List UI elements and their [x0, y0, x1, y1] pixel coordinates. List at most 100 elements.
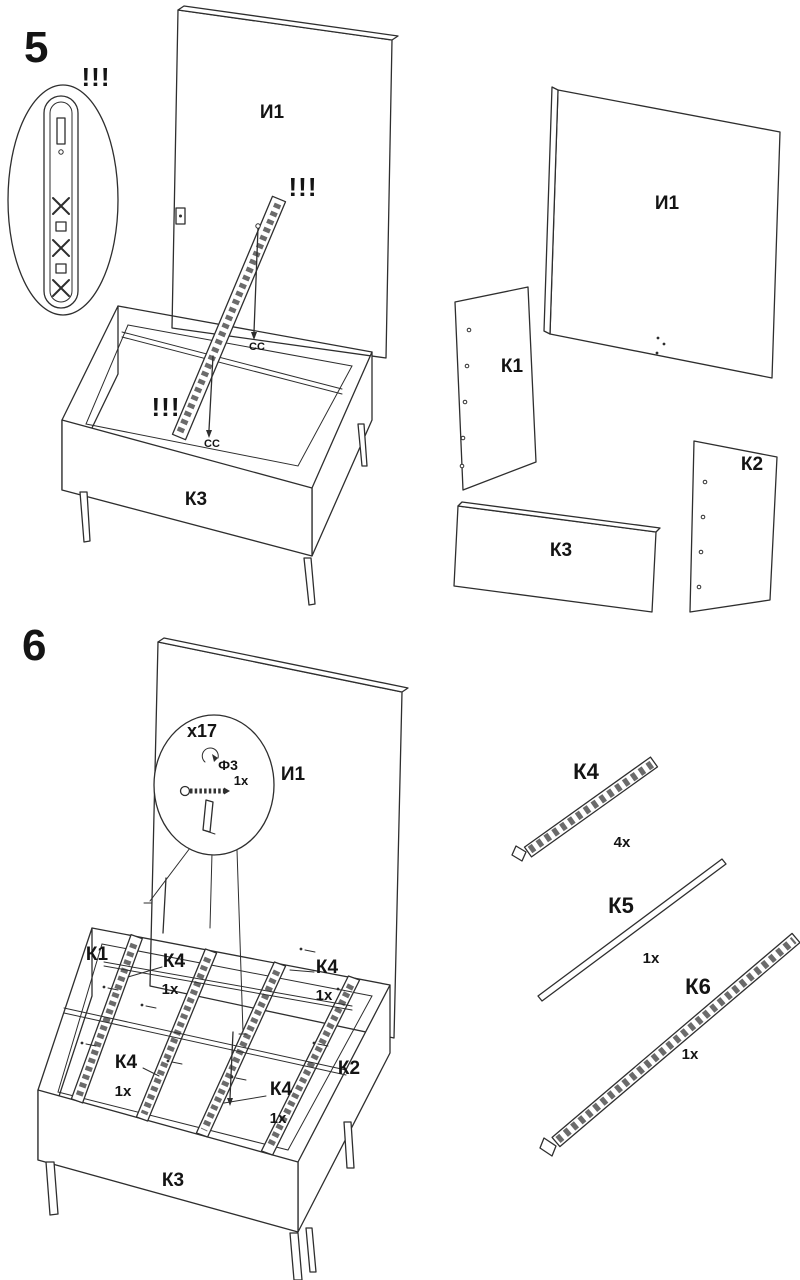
rail-detail-clip: [55, 221, 67, 232]
part-qty-k5: 1x: [643, 950, 660, 967]
leader-line: [223, 1095, 267, 1104]
leader-line: [142, 1067, 160, 1077]
front-panel-label: К3: [162, 1170, 184, 1191]
bracket-foot: [202, 829, 216, 835]
pilot-hole: [464, 363, 470, 369]
part-qty-k4: 4x: [614, 834, 631, 851]
rail-detail-hole: [58, 149, 64, 155]
warning-corner: !!!: [152, 392, 181, 422]
side-panel-left: [454, 286, 537, 491]
rail-label-2: К4: [316, 957, 339, 978]
pilot-hole: [460, 435, 466, 441]
diameter-label: Ф3: [218, 757, 238, 773]
step6-magnifier: x17 Ф3 1x: [143, 714, 275, 1035]
slat-rail-clips-icon: [555, 936, 797, 1144]
leader-line: [127, 966, 163, 978]
rail-label-3: К4: [115, 1052, 138, 1073]
part-k4: К4 4x: [511, 756, 659, 862]
cc-label-top: СС: [249, 341, 265, 353]
screw-marks: [80, 947, 353, 1081]
side-left-label: К1: [86, 944, 109, 965]
pilot-hole: [459, 463, 465, 469]
part-label-k6: К6: [685, 974, 711, 999]
rail-qty-1: 1x: [162, 981, 179, 998]
leader-line: [236, 849, 244, 1033]
rail-endcap: [539, 1137, 557, 1157]
leader-line: [289, 969, 315, 973]
rail-endcap: [511, 845, 527, 862]
long-rail-edge: [103, 965, 353, 1011]
screw-count-label: x17: [187, 721, 217, 741]
rail-detail-slat: [56, 117, 66, 145]
rotate-arrowhead-icon: [212, 754, 218, 762]
slat-rail-clips-icon: [265, 983, 355, 1150]
box-floor: [85, 324, 353, 467]
side-left-label: К1: [501, 356, 524, 377]
slat-rail-3: [195, 961, 287, 1138]
part-qty-k6: 1x: [682, 1046, 699, 1063]
pilot-hole: [656, 336, 660, 340]
leg-right: [357, 423, 368, 467]
warning-magnifier: !!!: [82, 62, 111, 92]
step6: 6 И1 К3: [22, 621, 800, 1280]
arrow-down-icon: [251, 332, 257, 340]
part-label-k5: К5: [608, 893, 634, 918]
rail-qty-4: 1x: [270, 1110, 287, 1127]
box-floor: [57, 943, 373, 1151]
center-beam: [63, 1007, 347, 1071]
rail-detail-inner: [49, 101, 73, 303]
rail-detail-outer: [43, 95, 79, 309]
support-dowel-back: [162, 877, 167, 934]
front-panel-label: К3: [550, 540, 572, 561]
rail-qty-3: 1x: [115, 1083, 132, 1100]
side-panel-right: [689, 440, 778, 613]
pilot-hole: [700, 514, 706, 520]
part-label-k4: К4: [573, 759, 599, 784]
step5-number: 5: [24, 23, 48, 72]
step5-exploded: И1 К1 К2 К3: [453, 86, 781, 613]
front-panel-top-edge: [457, 501, 661, 533]
slat-rail-clips-icon: [140, 956, 212, 1116]
dowel-cap-icon: [255, 223, 261, 229]
arrow-down-icon: [206, 430, 212, 438]
slat-rail-clips-icon: [176, 202, 282, 434]
headboard-panel: [549, 89, 781, 379]
pilot-hole: [655, 351, 659, 355]
leg-front-right: [289, 1232, 303, 1280]
pilot-hole: [696, 584, 702, 590]
leg-front-left: [79, 491, 91, 543]
headboard-top-edge: [157, 637, 409, 693]
leg-front-right: [303, 557, 316, 606]
step6-number: 6: [22, 621, 46, 670]
headboard-side-edge: [543, 86, 559, 335]
rotate-arrow-icon: [201, 747, 219, 763]
leg-front-left: [45, 1161, 59, 1216]
warning-rail: !!!: [289, 172, 318, 202]
rail-label-4: К4: [270, 1079, 293, 1100]
center-beam: [121, 331, 343, 390]
pilot-hole: [466, 327, 472, 333]
leg-front-right2: [305, 1227, 317, 1273]
screw-tip-icon: [224, 787, 230, 795]
box-back-rim: [117, 305, 373, 353]
rail-detail-clip: [55, 263, 67, 274]
pilot-hole: [462, 399, 468, 405]
headboard-label: И1: [655, 193, 680, 214]
long-rail: [103, 961, 353, 1007]
leader-line: [149, 847, 191, 902]
box-front-panel: [37, 1089, 299, 1233]
center-beam-edge: [63, 1012, 347, 1076]
rail-qty-2: 1x: [316, 987, 333, 1004]
bracket-screw-icon: [179, 214, 182, 218]
headboard-label: И1: [281, 764, 306, 785]
pilot-hole: [698, 549, 704, 555]
headboard-top-edge: [177, 5, 399, 41]
headboard-panel: [171, 9, 393, 359]
pilot-hole: [702, 479, 708, 485]
leader-line: [209, 852, 213, 929]
center-beam-edge: [121, 336, 343, 395]
leg-right: [343, 1121, 355, 1169]
headboard-label: И1: [260, 102, 285, 123]
